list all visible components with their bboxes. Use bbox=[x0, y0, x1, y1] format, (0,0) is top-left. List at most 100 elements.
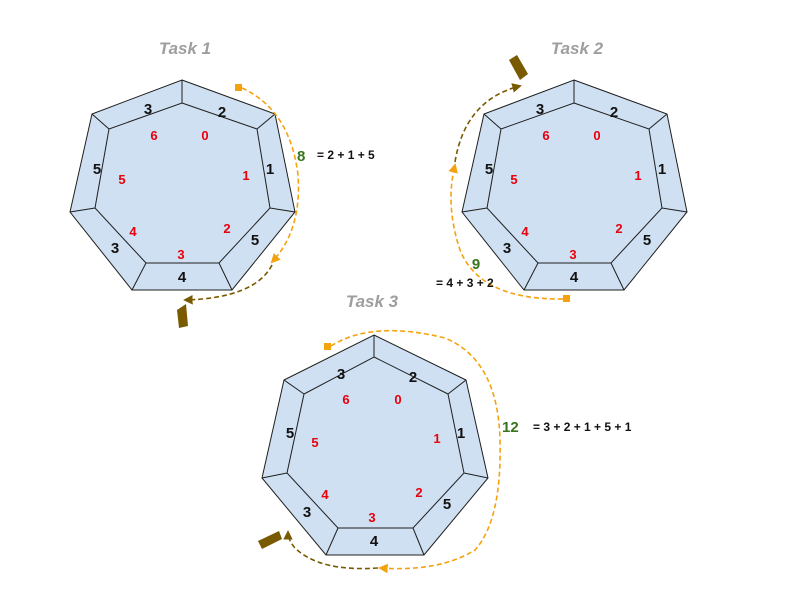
path-segment bbox=[448, 163, 564, 300]
start-arrow-icon bbox=[509, 55, 528, 80]
task-1-total: 8 bbox=[297, 148, 305, 165]
traversal-path bbox=[183, 84, 300, 305]
outer-label: 3 bbox=[503, 240, 511, 257]
outer-label: 3 bbox=[337, 366, 345, 383]
outer-labels: 2 1 5 4 3 5 3 bbox=[485, 101, 666, 286]
inner-label: 0 bbox=[394, 392, 401, 407]
spoke bbox=[69, 207, 96, 213]
outer-label: 4 bbox=[178, 269, 187, 286]
outer-label: 3 bbox=[303, 504, 311, 521]
inner-label: 2 bbox=[223, 221, 230, 236]
spoke bbox=[412, 527, 425, 556]
spoke bbox=[269, 207, 296, 213]
task-3: Task 3 2 1 5 4 3 5 3 0 1 2 3 4 bbox=[258, 292, 632, 574]
task-3-title: Task 3 bbox=[346, 292, 399, 311]
inner-label: 3 bbox=[569, 247, 576, 262]
path-segment bbox=[241, 87, 300, 264]
spoke bbox=[523, 262, 539, 291]
spoke bbox=[483, 113, 502, 130]
task-3-total: 12 bbox=[502, 419, 519, 436]
inner-labels: 0 1 2 3 4 5 6 bbox=[118, 128, 249, 262]
path-segment bbox=[454, 83, 522, 163]
inner-heptagon bbox=[286, 356, 465, 529]
spoke bbox=[648, 113, 668, 130]
task-1-formula: = 2 + 1 + 5 bbox=[317, 148, 375, 162]
spoke bbox=[256, 113, 276, 130]
outer-label: 1 bbox=[266, 161, 274, 178]
outer-label: 3 bbox=[111, 240, 119, 257]
inner-heptagon bbox=[486, 102, 663, 264]
inner-label: 3 bbox=[368, 510, 375, 525]
inner-label: 5 bbox=[118, 172, 125, 187]
outer-label: 4 bbox=[570, 269, 579, 286]
inner-label: 0 bbox=[201, 128, 208, 143]
heptagon-task-2 bbox=[461, 79, 688, 291]
inner-label: 4 bbox=[129, 224, 137, 239]
outer-label: 5 bbox=[485, 161, 493, 178]
inner-label: 3 bbox=[177, 247, 184, 262]
inner-label: 2 bbox=[415, 485, 422, 500]
start-arrow-icon bbox=[258, 531, 282, 549]
spoke bbox=[283, 379, 305, 395]
task-2-title: Task 2 bbox=[551, 39, 604, 58]
outer-label: 1 bbox=[457, 425, 465, 442]
inner-heptagon bbox=[94, 102, 271, 264]
inner-label: 6 bbox=[342, 392, 349, 407]
outer-label: 3 bbox=[536, 101, 544, 118]
outer-label: 5 bbox=[643, 232, 651, 249]
traversal-path bbox=[283, 329, 501, 574]
inner-labels: 0 1 2 3 4 5 6 bbox=[311, 392, 440, 525]
inner-label: 5 bbox=[510, 172, 517, 187]
spoke bbox=[131, 262, 147, 291]
heptagon-task-3 bbox=[261, 334, 489, 556]
path-segment bbox=[283, 530, 379, 570]
path-start-marker bbox=[563, 295, 570, 302]
task-2: Task 2 2 1 5 4 3 5 3 0 1 2 3 4 bbox=[436, 39, 688, 302]
traversal-path bbox=[448, 83, 570, 302]
inner-labels: 0 1 2 3 4 5 6 bbox=[510, 128, 641, 262]
inner-label: 4 bbox=[521, 224, 529, 239]
spoke bbox=[610, 262, 625, 291]
spoke bbox=[461, 207, 488, 213]
spoke bbox=[661, 207, 688, 213]
task-1: Task 1 2 1 5 4 3 5 3 0 1 2 3 4 bbox=[69, 39, 375, 328]
outer-label: 5 bbox=[443, 496, 451, 513]
spoke bbox=[261, 472, 288, 479]
inner-label: 6 bbox=[542, 128, 549, 143]
spoke bbox=[463, 472, 489, 479]
spoke bbox=[325, 527, 339, 556]
outer-label: 2 bbox=[409, 369, 417, 386]
outer-label: 2 bbox=[218, 104, 226, 121]
path-start-marker bbox=[324, 343, 331, 350]
inner-label: 6 bbox=[150, 128, 157, 143]
path-start-marker bbox=[235, 84, 242, 91]
outer-labels: 2 1 5 4 3 5 3 bbox=[93, 101, 274, 286]
inner-label: 2 bbox=[615, 221, 622, 236]
path-segment bbox=[330, 329, 501, 574]
task-3-formula: = 3 + 2 + 1 + 5 + 1 bbox=[533, 420, 632, 434]
heptagon-task-1 bbox=[69, 79, 296, 291]
outer-label: 4 bbox=[370, 533, 379, 550]
inner-label: 1 bbox=[433, 431, 440, 446]
outer-labels: 2 1 5 4 3 5 3 bbox=[286, 366, 465, 550]
path-segment bbox=[183, 264, 273, 305]
task-1-title: Task 1 bbox=[159, 39, 211, 58]
inner-label: 1 bbox=[242, 168, 249, 183]
outer-label: 5 bbox=[251, 232, 259, 249]
outer-label: 1 bbox=[658, 161, 666, 178]
inner-label: 5 bbox=[311, 435, 318, 450]
inner-label: 1 bbox=[634, 168, 641, 183]
outer-label: 5 bbox=[93, 161, 101, 178]
spoke bbox=[218, 262, 233, 291]
spoke bbox=[447, 379, 467, 395]
outer-label: 2 bbox=[610, 104, 618, 121]
spoke bbox=[91, 113, 110, 130]
task-2-total: 9 bbox=[472, 256, 480, 273]
start-arrow-icon bbox=[177, 304, 188, 328]
outer-label: 5 bbox=[286, 425, 294, 442]
inner-label: 0 bbox=[593, 128, 600, 143]
task-2-formula: = 4 + 3 + 2 bbox=[436, 276, 494, 290]
inner-label: 4 bbox=[321, 487, 329, 502]
